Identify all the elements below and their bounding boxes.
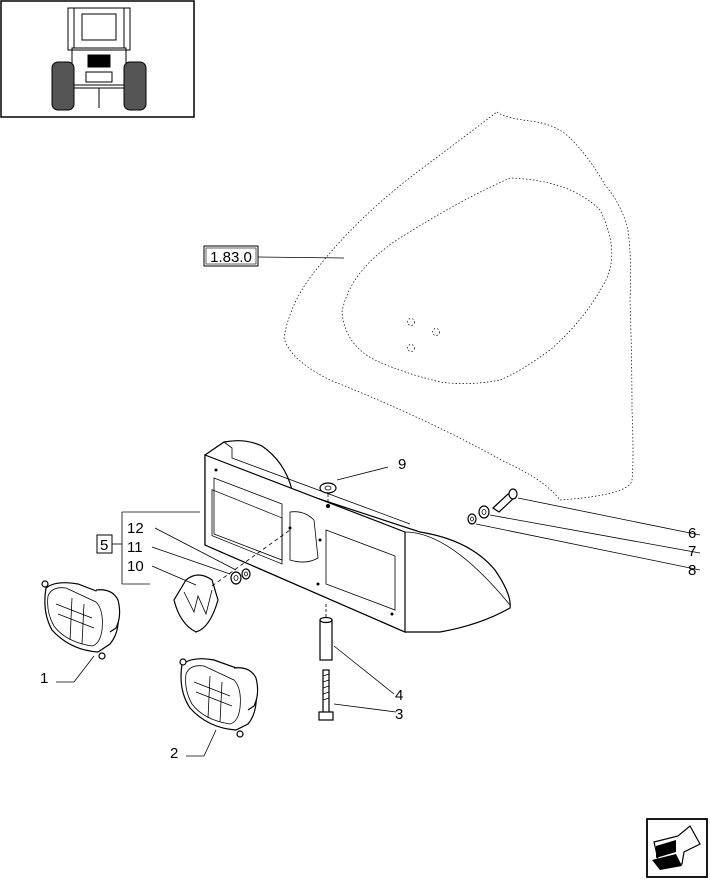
callout-6: 6 <box>688 525 696 542</box>
screw-6 <box>492 488 518 513</box>
reference-label: 1.83.0 <box>210 249 252 266</box>
callout-12: 12 <box>127 520 144 537</box>
callout-3: 3 <box>395 706 403 723</box>
washer-12 <box>241 568 251 580</box>
hood-outline <box>283 111 634 501</box>
callout-1: 1 <box>40 670 48 687</box>
tractor-thumbnail-icon <box>0 0 195 118</box>
washer-11 <box>230 571 242 585</box>
callout-2: 2 <box>170 745 178 762</box>
nut-8 <box>467 513 477 525</box>
callout-9: 9 <box>398 456 406 473</box>
callout-10: 10 <box>127 558 144 575</box>
bolt-3 <box>318 669 334 721</box>
emblem-10 <box>173 574 219 633</box>
callout-11: 11 <box>127 539 143 556</box>
spacer-4 <box>319 604 333 661</box>
washer-7 <box>478 505 490 519</box>
headlamp-2 <box>179 658 259 738</box>
headlamp-1 <box>41 580 121 660</box>
callout-7: 7 <box>688 543 696 560</box>
reference-box: 1.83.0 <box>203 245 345 267</box>
callout-8: 8 <box>688 562 696 579</box>
callout-4: 4 <box>395 687 403 704</box>
light-bracket <box>204 440 511 633</box>
next-page-arrow-icon[interactable] <box>646 818 708 878</box>
washer-9 <box>319 466 389 504</box>
callout-5: 5 <box>100 537 108 554</box>
group-bracket-5 <box>96 511 237 586</box>
